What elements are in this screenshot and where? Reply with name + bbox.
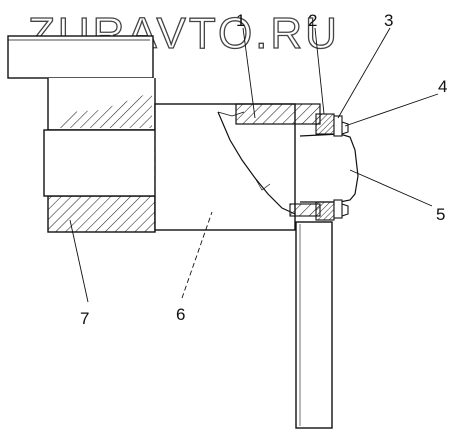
callout-1: 1 <box>236 11 245 30</box>
callout-7: 7 <box>80 309 89 328</box>
callout-5: 5 <box>436 205 445 224</box>
callout-6: 6 <box>176 305 185 324</box>
bracket-part-7 <box>47 78 156 233</box>
callout-2: 2 <box>308 11 317 30</box>
pin-part-5 <box>43 129 359 203</box>
housing-part-6 <box>154 103 296 231</box>
top-beam <box>7 35 154 79</box>
retaining-ring-part-3 <box>333 115 343 219</box>
callout-4: 4 <box>438 77 447 96</box>
callout-3: 3 <box>384 11 393 30</box>
bushing-part-1 <box>235 103 321 217</box>
lever-arm <box>295 221 333 429</box>
leader-lines <box>69 27 439 303</box>
washer-part-4 <box>341 121 349 217</box>
seal-part-2 <box>315 113 335 221</box>
